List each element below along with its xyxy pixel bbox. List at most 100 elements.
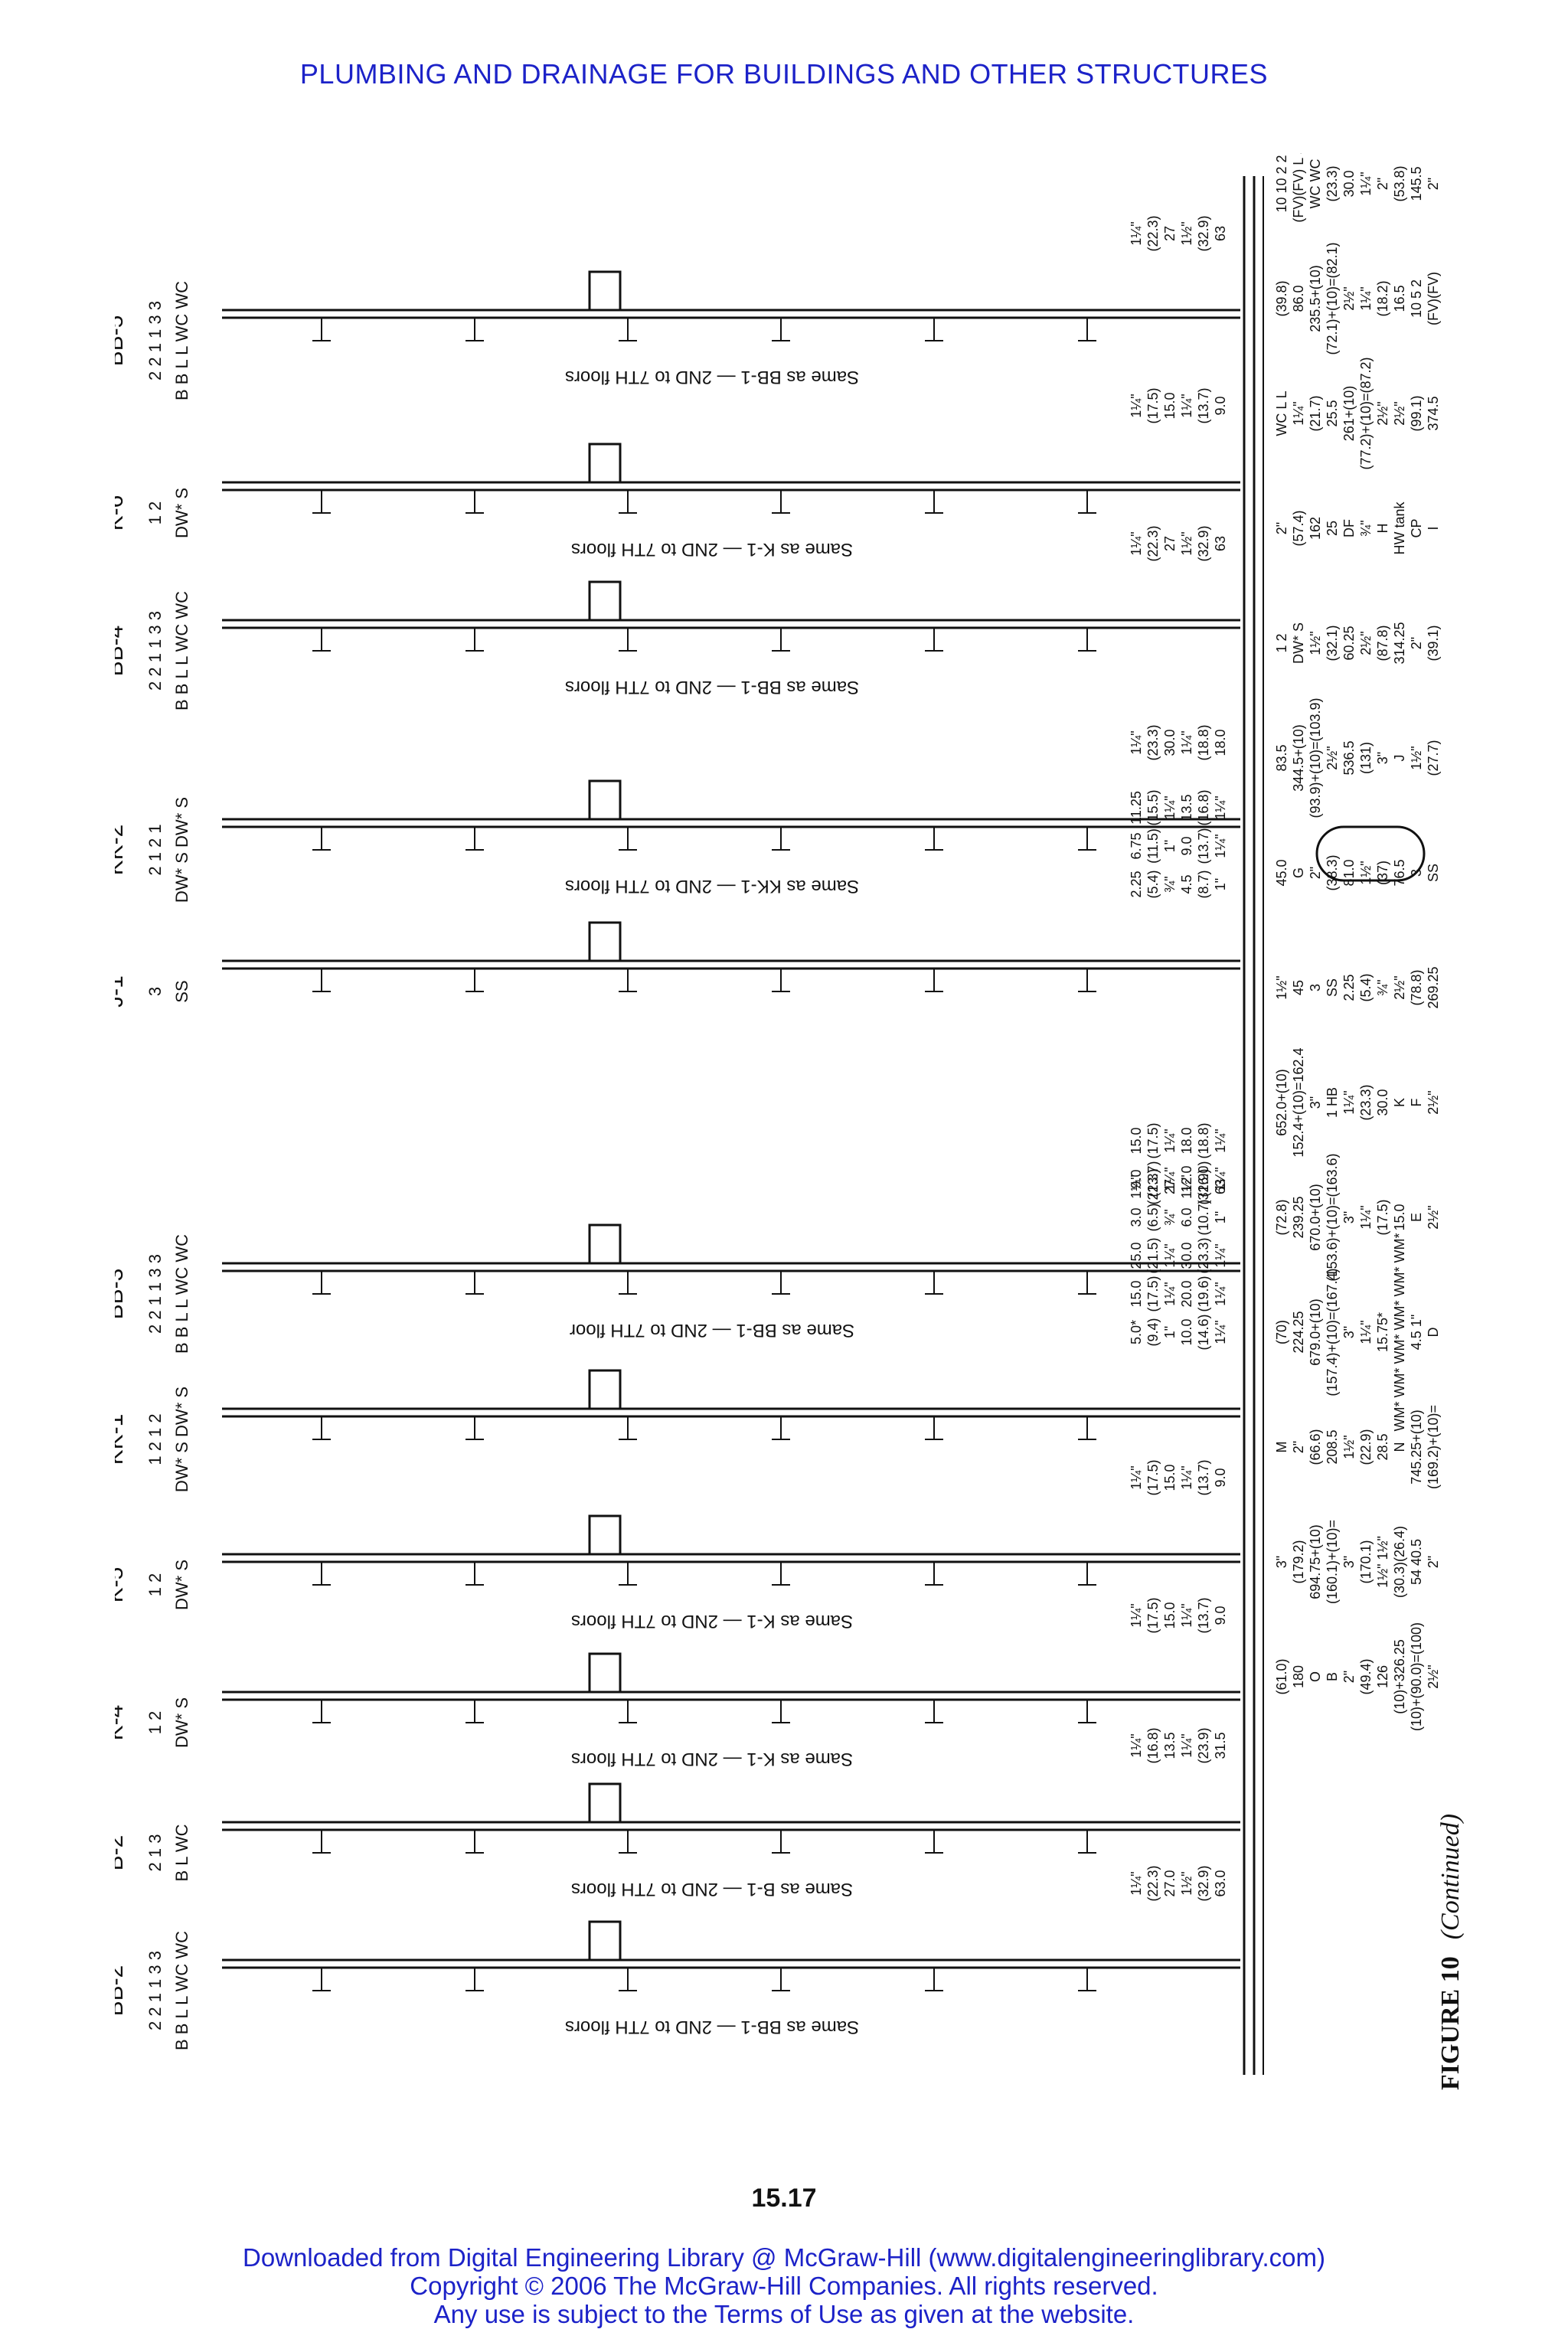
riser-note: Same as BB-1 — 2ND to 7TH floor	[570, 1320, 854, 1341]
pipe-label: 1¼"	[1179, 1733, 1194, 1757]
main-label: (10)+326.25	[1392, 1639, 1407, 1714]
main-label: 162	[1308, 517, 1323, 540]
stack-name: K-6	[115, 495, 128, 531]
main-label: 3"	[1341, 1211, 1357, 1223]
main-label: (72.8)	[1274, 1199, 1289, 1235]
pipe-label: 1¼"	[1179, 730, 1194, 754]
riser-note: Same as BB-1 — 2ND to 7TH floors	[565, 677, 859, 697]
fixture-counts: 1 2	[145, 501, 165, 525]
pipe-label: (32.9)	[1196, 215, 1211, 251]
fixture-branch	[925, 628, 943, 652]
pipe-label: 6.75	[1129, 832, 1144, 859]
main-label: 60.25	[1341, 626, 1357, 660]
main-label: 269.25	[1426, 966, 1441, 1008]
fixture-branch	[619, 1562, 637, 1586]
main-label: 2"	[1291, 1441, 1306, 1453]
pipe-label: (13.7)	[1196, 1597, 1211, 1633]
main-label: I	[1426, 526, 1441, 530]
pipe-label: 63	[1213, 536, 1228, 551]
fixture-branch	[312, 1830, 331, 1854]
main-label: 2"	[1409, 637, 1424, 649]
main-label: SS	[1426, 864, 1441, 882]
main-label: DF	[1341, 519, 1357, 537]
fixture-codes: B B L L WC WC	[172, 1234, 191, 1354]
pipe-label: (23.9)	[1196, 1727, 1211, 1763]
main-label: (72.1)+(10)=(82.1)	[1325, 242, 1340, 354]
main-label: WC WC	[1308, 159, 1323, 209]
pipe-label: (23.3)	[1145, 724, 1161, 760]
main-label: 1½"	[1341, 1435, 1357, 1459]
figure-number: FIGURE 10	[1436, 1956, 1465, 2090]
fixture-codes: B L WC	[172, 1824, 191, 1881]
main-label: (FV)(FV)	[1426, 272, 1441, 325]
main-label: 314.25	[1392, 622, 1407, 664]
main-label: 2.25	[1341, 974, 1357, 1001]
main-label: DW* S	[1291, 622, 1306, 664]
pipe-label: ¾"	[1162, 876, 1178, 892]
main-label: WC L L	[1274, 390, 1289, 436]
main-label: 86.0	[1291, 285, 1306, 312]
main-label: 25.5	[1325, 400, 1340, 426]
pipe-label: (22.3)	[1145, 525, 1161, 561]
fixture-branch	[466, 1416, 484, 1440]
stack-name: BB-4	[115, 626, 128, 677]
fixture-branch	[925, 969, 943, 992]
riser-note: Same as BB-1 — 2ND to 7TH floors	[565, 2017, 859, 2037]
fixture-branch	[1078, 1968, 1096, 1991]
main-label: 45	[1291, 980, 1306, 995]
fixture-codes: DW* S DW* S	[172, 797, 191, 903]
pipe-label: (18.8)	[1196, 724, 1211, 760]
stack-name: BB-2	[115, 1965, 128, 2017]
main-label: (38.3)	[1325, 854, 1340, 890]
fixture-branch	[1078, 490, 1096, 514]
pipe-label: 18.0	[1213, 729, 1228, 756]
pipe-label: 18.0	[1179, 1127, 1194, 1154]
fixture-branch	[772, 969, 790, 992]
stack-name: B-2	[115, 1835, 128, 1871]
fixture-counts: 2 1 2 1	[145, 824, 165, 875]
fixture-branch	[619, 1271, 637, 1295]
main-label: 2½"	[1325, 746, 1340, 769]
main-label: 2½"	[1426, 1205, 1441, 1229]
fixture-branch	[772, 1968, 790, 1991]
main-label: (18.2)	[1375, 280, 1390, 316]
main-label: 1½" 1½"	[1375, 1536, 1390, 1588]
main-label: (77.2)+(10)=(87.2)	[1358, 357, 1374, 469]
pipe-label: (6.5)	[1145, 1203, 1161, 1231]
main-label: 1¼"	[1358, 286, 1374, 310]
main-label: (22.9)	[1358, 1429, 1374, 1465]
pipe-label: (32.9)	[1196, 1865, 1211, 1901]
riser-note: Same as BB-1 — 2ND to 7TH floors	[565, 367, 859, 387]
pipe-label: 15.0	[1162, 392, 1178, 419]
pipe-label: 1¼"	[1213, 1282, 1228, 1305]
fixture-branch	[925, 490, 943, 514]
main-label: (57.4)	[1291, 510, 1306, 546]
pipe-label: 15.0	[1129, 1127, 1144, 1154]
main-label: 1¼"	[1358, 1205, 1374, 1229]
riser-offset	[588, 779, 622, 819]
fixture-codes: B B L L WC WC	[172, 281, 191, 400]
main-label: G	[1291, 867, 1306, 878]
main-label: (39.1)	[1426, 625, 1441, 661]
main-label: 224.25	[1291, 1311, 1306, 1353]
page-number: 15.17	[751, 2184, 817, 2213]
main-label: 2"	[1341, 1671, 1357, 1683]
fixture-codes: DW* S	[172, 1560, 191, 1610]
pipe-label: 1¼"	[1179, 1603, 1194, 1627]
main-label: H	[1375, 524, 1390, 534]
pipe-label: (22.3)	[1145, 1168, 1161, 1204]
fixture-branch	[772, 1562, 790, 1586]
main-label: F	[1409, 1099, 1424, 1107]
fixture-codes: DW* S	[172, 1697, 191, 1748]
main-label: 208.5	[1325, 1429, 1340, 1464]
pipe-label: 27	[1162, 226, 1178, 241]
main-label: (23.3)	[1358, 1084, 1374, 1120]
pipe-label: 1¼"	[1129, 1603, 1144, 1627]
fixture-branch	[466, 1700, 484, 1723]
main-label: 2½"	[1341, 286, 1357, 310]
fixture-branch	[312, 1271, 331, 1295]
main-label: 694.75+(10)	[1308, 1524, 1323, 1599]
pipe-label: (16.0)	[1196, 1161, 1211, 1197]
pipe-label: ¾"	[1162, 1209, 1178, 1225]
riser-offset	[588, 1514, 622, 1554]
